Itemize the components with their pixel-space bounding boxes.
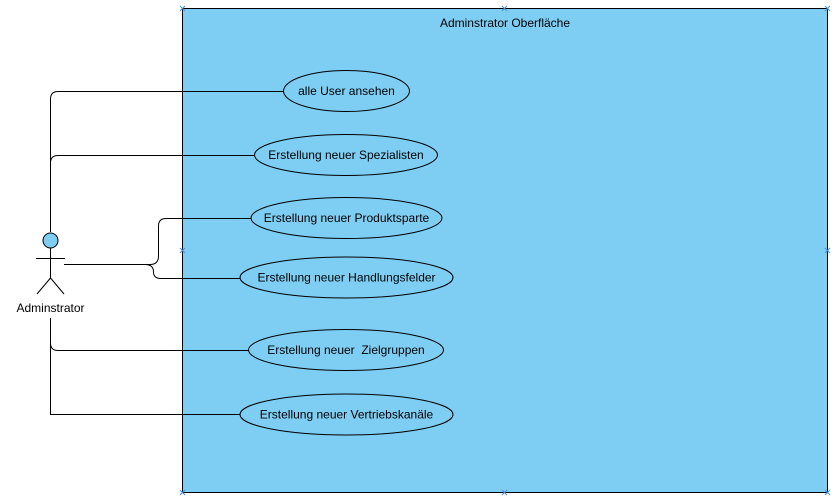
association-alle-user[interactable] xyxy=(50,91,286,233)
handle-top-right-b[interactable] xyxy=(824,5,831,12)
association-produktsparte[interactable] xyxy=(64,218,252,265)
actor-right-leg xyxy=(50,277,65,295)
use-case-spezialisten[interactable]: Erstellung neuer Spezialisten xyxy=(254,134,438,176)
handle-bottom-right-b[interactable] xyxy=(824,489,831,496)
handle-bottom-mid-b[interactable] xyxy=(501,489,508,496)
use-case-label: alle User ansehen xyxy=(298,84,395,98)
associations xyxy=(50,91,286,415)
actor-administrator[interactable]: Adminstrator xyxy=(16,232,85,315)
association-spezialisten[interactable] xyxy=(50,155,255,164)
handle-bottom-left-b[interactable] xyxy=(179,489,186,496)
use-case-vertriebskanaele[interactable]: Erstellung neuer Vertriebskanäle xyxy=(239,393,454,436)
association-vertriebskanaele[interactable] xyxy=(50,343,241,415)
use-case-ellipse[interactable] xyxy=(239,393,454,436)
use-case-handlungsfelder[interactable]: Erstellung neuer Handlungsfelder xyxy=(239,256,454,299)
handle-top-left-b[interactable] xyxy=(179,5,186,12)
use-case-label: Erstellung neuer Zielgruppen xyxy=(267,343,424,357)
actor-head xyxy=(42,232,59,249)
use-case-produktsparte[interactable]: Erstellung neuer Produktsparte xyxy=(250,197,443,239)
use-case-label: Erstellung neuer Produktsparte xyxy=(264,211,430,225)
handle-mid-left-b[interactable] xyxy=(179,247,186,254)
use-case-alle-user[interactable]: alle User ansehen xyxy=(283,70,410,112)
use-case-ellipse[interactable] xyxy=(239,256,454,299)
use-case-ellipse[interactable] xyxy=(283,70,410,112)
system-boundary-title: Adminstrator Oberfläche xyxy=(440,16,570,30)
use-case-label: Erstellung neuer Handlungsfelder xyxy=(257,271,435,285)
actor-label: Adminstrator xyxy=(16,301,84,315)
use-case-ellipse[interactable] xyxy=(254,134,438,176)
use-case-ellipse[interactable] xyxy=(248,329,444,371)
association-handlungsfelder[interactable] xyxy=(64,264,241,279)
handle-top-mid-b[interactable] xyxy=(501,5,508,12)
use-case-zielgruppen[interactable]: Erstellung neuer Zielgruppen xyxy=(248,329,444,371)
actor-left-leg xyxy=(36,277,51,295)
use-case-label: Erstellung neuer Vertriebskanäle xyxy=(260,408,434,422)
use-case-ellipse[interactable] xyxy=(250,197,443,239)
selection-handles[interactable] xyxy=(179,5,831,496)
use-case-label: Erstellung neuer Spezialisten xyxy=(268,148,423,162)
handle-mid-right-b[interactable] xyxy=(824,247,831,254)
